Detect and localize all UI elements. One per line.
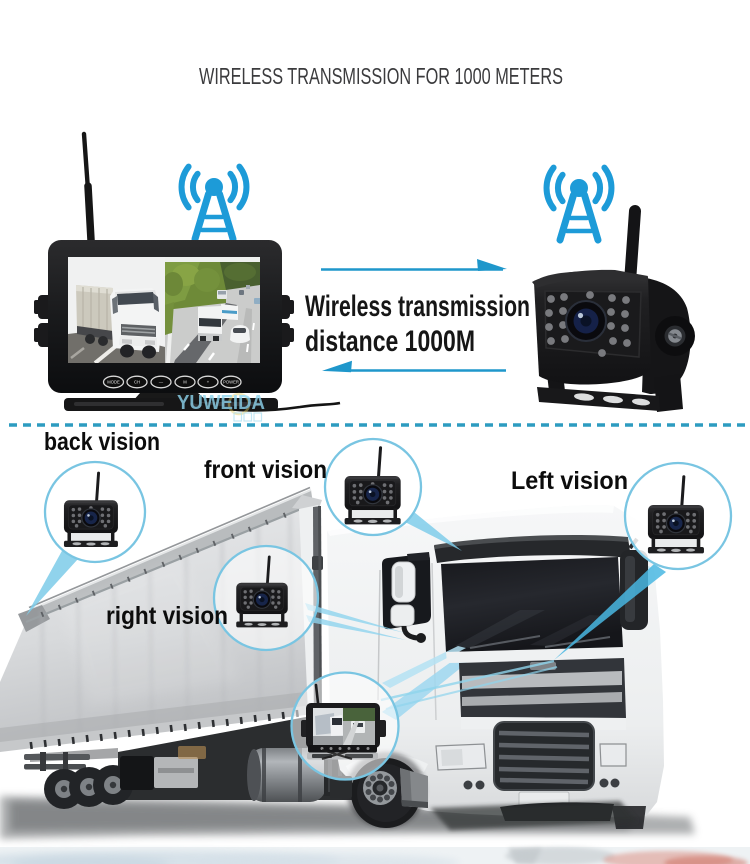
svg-text:back vision: back vision bbox=[44, 428, 160, 456]
svg-text:—: — bbox=[159, 380, 164, 385]
svg-text:+: + bbox=[207, 380, 210, 385]
svg-text:distance 1000M: distance 1000M bbox=[305, 325, 475, 358]
svg-text:YUWEIDA: YUWEIDA bbox=[177, 392, 265, 414]
svg-text:Wireless transmission: Wireless transmission bbox=[305, 290, 530, 323]
svg-text:MODE: MODE bbox=[107, 380, 120, 385]
svg-text:WIRELESS TRANSMISSION FOR 1000: WIRELESS TRANSMISSION FOR 1000 METERS bbox=[199, 63, 563, 89]
svg-text:M: M bbox=[183, 380, 187, 385]
svg-text:right vision: right vision bbox=[106, 602, 228, 630]
svg-text:front vision: front vision bbox=[204, 456, 327, 484]
svg-text:POWER: POWER bbox=[223, 380, 239, 385]
svg-text:CH: CH bbox=[134, 380, 140, 385]
svg-text:Left vision: Left vision bbox=[511, 467, 628, 495]
